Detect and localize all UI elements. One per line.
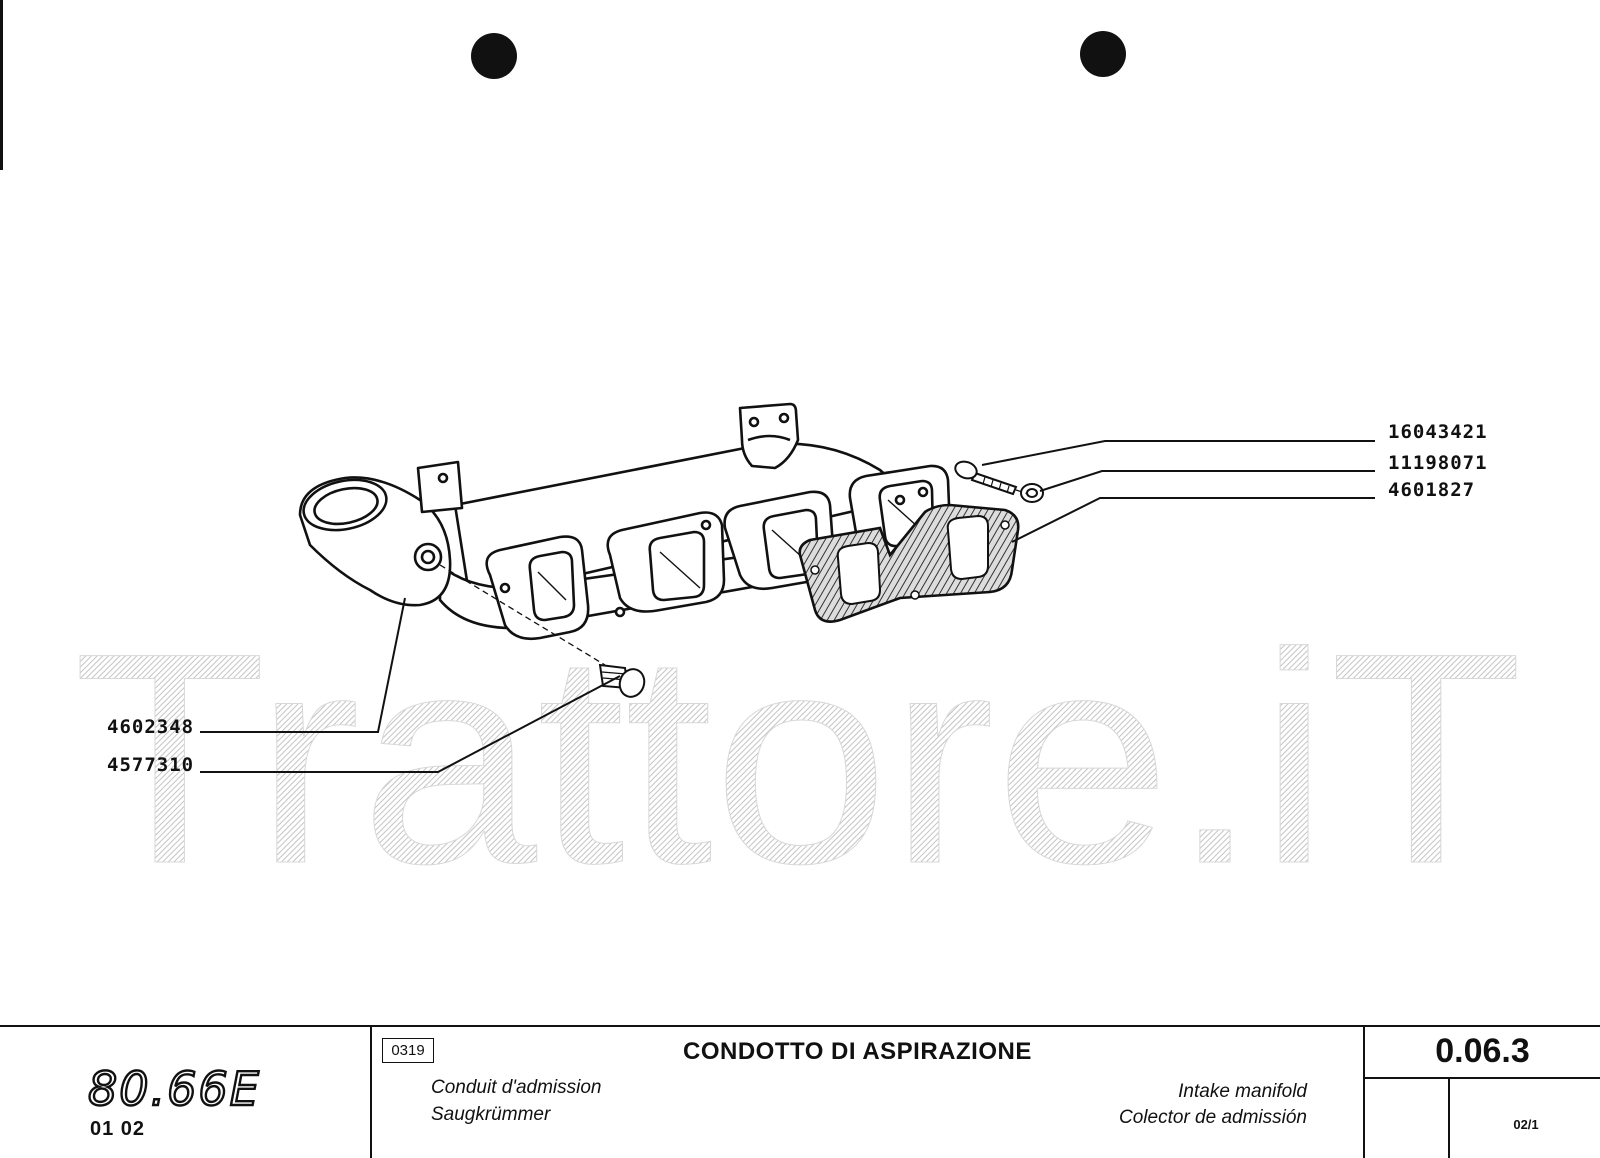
- part-number-label: 11198071: [1388, 452, 1488, 474]
- title-french: Conduit d'admission: [431, 1077, 602, 1098]
- leader-lines: [200, 440, 1375, 773]
- part-number-label: 16043421: [1388, 421, 1488, 443]
- title-block-divider: [1363, 1025, 1365, 1158]
- section-number: 0.06.3: [1435, 1032, 1530, 1070]
- intake-manifold: [298, 402, 952, 640]
- title-block-top-rule: [0, 1025, 1600, 1027]
- part-number-label: 4577310: [107, 754, 195, 776]
- title-english: Intake manifold: [1178, 1081, 1307, 1102]
- model-variant: 01 02: [90, 1118, 146, 1140]
- binder-hole-left: [471, 33, 517, 79]
- title-german: Saugkrümmer: [431, 1104, 551, 1125]
- page-edge-mark: [0, 0, 3, 170]
- title-block-divider: [370, 1025, 372, 1158]
- assembly-guide-lines: [439, 489, 1029, 666]
- title-block-divider: [1363, 1077, 1600, 1079]
- washer-11198071: [1020, 483, 1044, 503]
- screw-4577310: [598, 663, 646, 698]
- page-title: CONDOTTO DI ASPIRAZIONE: [683, 1038, 1032, 1065]
- model-number: 80.66E: [87, 1061, 261, 1117]
- title-spanish: Colector de admissión: [1119, 1107, 1307, 1128]
- binder-hole-right: [1080, 31, 1126, 77]
- gasket-4601827: [798, 503, 1020, 623]
- bolt-16043421: [954, 460, 1018, 496]
- title-block-divider: [1448, 1077, 1450, 1158]
- part-number-label: 4601827: [1388, 479, 1476, 501]
- page-number: 02/1: [1513, 1117, 1539, 1132]
- part-number-label: 4602348: [107, 716, 195, 738]
- group-code: 0319: [382, 1038, 434, 1063]
